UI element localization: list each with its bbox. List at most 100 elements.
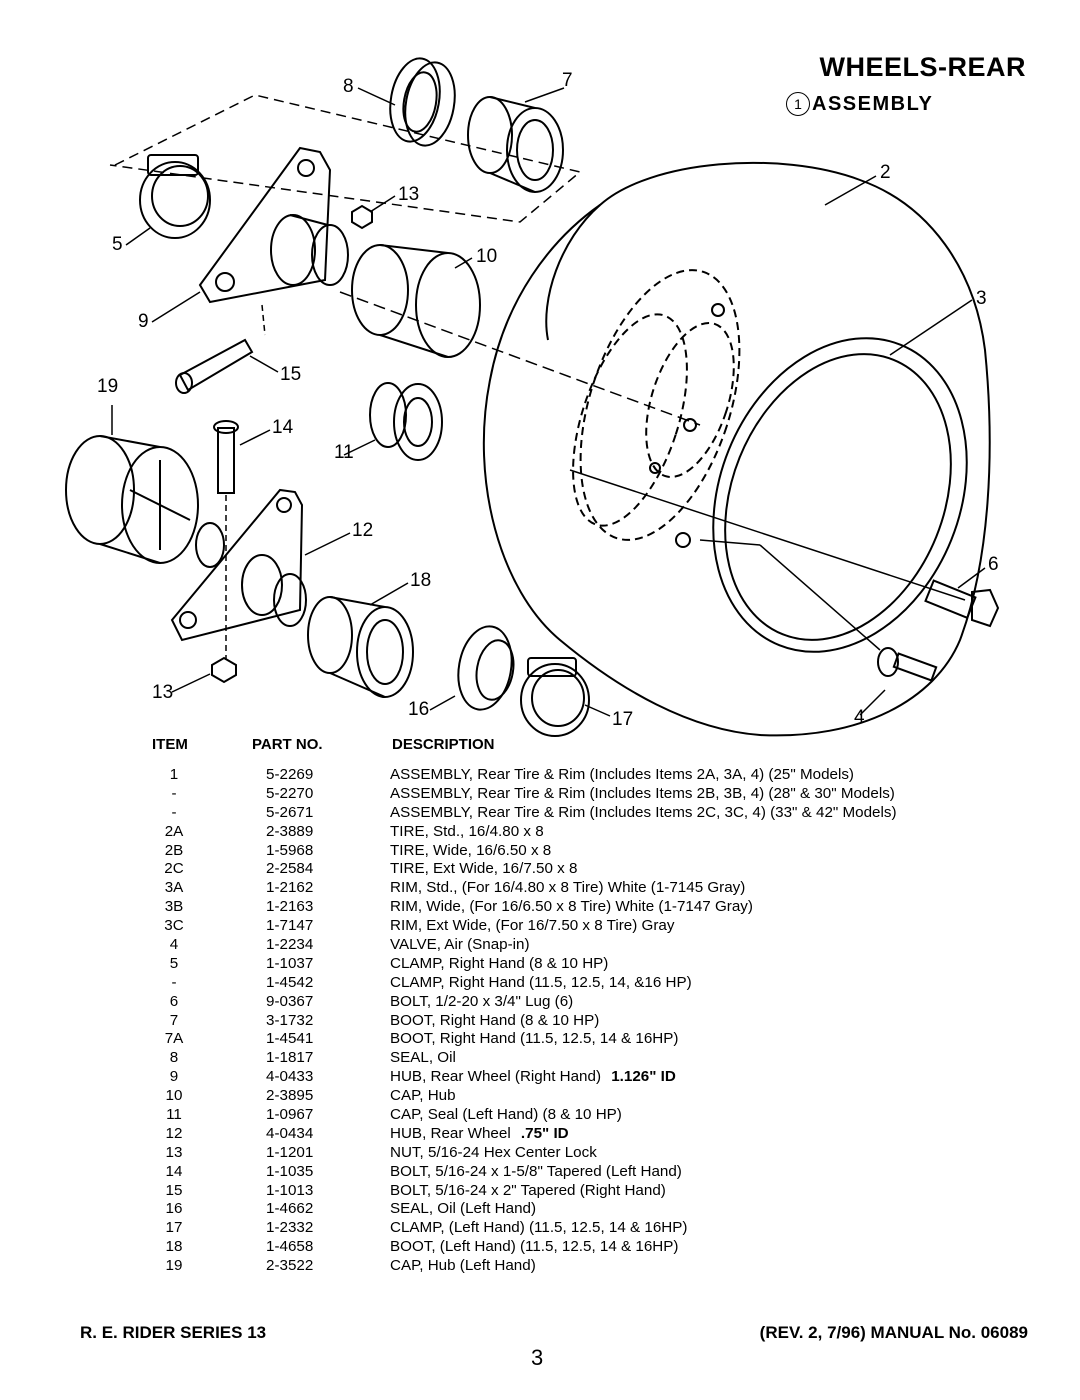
part-description: BOOT, Right Hand (8 & 10 HP) bbox=[390, 1012, 599, 1031]
callout-label: 12 bbox=[352, 520, 373, 541]
item-number: 10 bbox=[165, 1087, 183, 1105]
assembly-number-badge: 1 bbox=[786, 92, 810, 116]
part-description-text: SEAL, Oil bbox=[390, 1049, 456, 1067]
callout-label: 8 bbox=[343, 76, 354, 97]
part-description-text: TIRE, Std., 16/4.80 x 8 bbox=[390, 822, 544, 840]
callout-label: 19 bbox=[97, 376, 118, 397]
item-number: 6 bbox=[169, 992, 179, 1010]
part-description: HUB, Rear Wheel (Right Hand) 1.126" ID bbox=[390, 1068, 676, 1087]
item-number: 14 bbox=[165, 1162, 183, 1180]
item-number: 3C bbox=[164, 917, 184, 935]
part-number: 1-4662 bbox=[266, 1200, 314, 1218]
item-number: - bbox=[171, 973, 177, 991]
assembly-heading: 1 ASSEMBLY bbox=[786, 92, 933, 116]
item-number: 12 bbox=[165, 1124, 183, 1142]
part-number: 1-2234 bbox=[266, 936, 314, 954]
part-number: 1-2163 bbox=[266, 898, 314, 916]
boot-18-drawing bbox=[307, 596, 414, 698]
part-description-text: SEAL, Oil (Left Hand) bbox=[390, 1200, 537, 1218]
part-row: 2A 2-3889 TIRE, Std., 16/4.80 x 8 bbox=[0, 823, 1080, 842]
part-description: TIRE, Std., 16/4.80 x 8 bbox=[390, 823, 544, 842]
part-description-text: CLAMP, Right Hand (8 & 10 HP) bbox=[390, 954, 609, 972]
tire-drawing bbox=[482, 161, 991, 737]
part-number: 1-1037 bbox=[266, 954, 314, 972]
part-description: RIM, Wide, (For 16/6.50 x 8 Tire) White … bbox=[390, 898, 753, 917]
part-description: CAP, Hub (Left Hand) bbox=[390, 1257, 536, 1276]
hub-cap-10-drawing bbox=[351, 244, 481, 358]
part-description: BOLT, 5/16-24 x 2" Tapered (Right Hand) bbox=[390, 1182, 666, 1201]
part-description-text: CAP, Seal (Left Hand) (8 & 10 HP) bbox=[390, 1106, 622, 1124]
item-number: 15 bbox=[165, 1181, 183, 1199]
column-header-description: DESCRIPTION bbox=[392, 736, 495, 753]
part-description-text: BOOT, Right Hand (8 & 10 HP) bbox=[390, 1011, 600, 1029]
part-number: 2-3522 bbox=[266, 1257, 314, 1275]
part-row: 7A 1-4541 BOOT, Right Hand (11.5, 12.5, 14… bbox=[0, 1030, 1080, 1049]
item-number: 16 bbox=[165, 1200, 183, 1218]
callout-label: 5 bbox=[112, 234, 123, 255]
item-number: 2A bbox=[164, 822, 184, 840]
assembly-label: ASSEMBLY bbox=[812, 92, 934, 115]
clamp-5-drawing bbox=[139, 154, 211, 239]
callout-label: 18 bbox=[410, 570, 431, 591]
part-description: ASSEMBLY, Rear Tire & Rim (Includes Item… bbox=[390, 804, 897, 823]
page-number: 3 bbox=[531, 1345, 544, 1370]
nut-13-bottom-drawing bbox=[211, 656, 237, 684]
callout-label: 17 bbox=[612, 709, 633, 730]
seal-cap-11-drawing bbox=[369, 382, 443, 461]
part-row: 12 4-0434 HUB, Rear Wheel .75" ID bbox=[0, 1125, 1080, 1144]
part-number: 1-4542 bbox=[266, 973, 314, 991]
bolt-14-drawing bbox=[213, 420, 239, 494]
series-label: R. E. RIDER SERIES 13 bbox=[80, 1323, 267, 1342]
callout-label: 15 bbox=[280, 364, 301, 385]
item-number: 7A bbox=[164, 1030, 184, 1048]
part-description: HUB, Rear Wheel .75" ID bbox=[390, 1125, 569, 1144]
item-number: 19 bbox=[165, 1257, 183, 1275]
callout-label: 3 bbox=[976, 288, 987, 309]
part-description: CAP, Hub bbox=[390, 1087, 456, 1106]
part-number: 1-1817 bbox=[266, 1049, 314, 1067]
part-number: 5-2269 bbox=[266, 766, 314, 783]
hub-cap-19-drawing bbox=[65, 435, 199, 564]
callout-label: 6 bbox=[988, 554, 999, 575]
hub-9-drawing bbox=[198, 146, 349, 304]
part-description: BOOT, (Left Hand) (11.5, 12.5, 14 & 16HP… bbox=[390, 1238, 678, 1257]
rim-drawing bbox=[572, 269, 968, 653]
boot-7-drawing bbox=[467, 96, 564, 193]
part-number: 1-4541 bbox=[266, 1030, 314, 1048]
part-description-text: BOOT, Right Hand (11.5, 12.5, 14 & 16HP) bbox=[390, 1030, 679, 1048]
callout-label: 16 bbox=[408, 699, 429, 720]
item-number: 8 bbox=[169, 1049, 179, 1067]
part-description: CLAMP, Right Hand (11.5, 12.5, 14, &16 H… bbox=[390, 974, 692, 993]
part-row: 3B 1-2163 RIM, Wide, (For 16/6.50 x 8 Tire… bbox=[0, 898, 1080, 917]
lug-bolt-6-drawing bbox=[924, 579, 1000, 628]
part-description-text: RIM, Std., (For 16/4.80 x 8 Tire) White … bbox=[390, 879, 746, 897]
part-description-text: HUB, Rear Wheel bbox=[390, 1124, 515, 1142]
part-description: CLAMP, (Left Hand) (11.5, 12.5, 14 & 16H… bbox=[390, 1219, 687, 1238]
item-number: 1 bbox=[169, 766, 179, 783]
part-description-text: TIRE, Wide, 16/6.50 x 8 bbox=[390, 841, 552, 859]
part-row: 16 1-4662 SEAL, Oil (Left Hand) bbox=[0, 1200, 1080, 1219]
part-description: ASSEMBLY, Rear Tire & Rim (Includes Item… bbox=[390, 785, 895, 804]
item-number: 3B bbox=[164, 898, 184, 916]
part-description-text: BOLT, 5/16-24 x 1-5/8" Tapered (Left Han… bbox=[390, 1162, 682, 1180]
part-description-text: CAP, Hub (Left Hand) bbox=[390, 1257, 536, 1275]
item-number: 11 bbox=[166, 1106, 182, 1124]
part-description-text: BOLT, 1/2-20 x 3/4" Lug (6) bbox=[390, 992, 574, 1010]
part-number: 2-3889 bbox=[266, 822, 314, 840]
item-number: 5 bbox=[169, 954, 179, 972]
part-number: 1-7147 bbox=[266, 917, 314, 935]
part-description-text: CLAMP, Right Hand (11.5, 12.5, 14, &16 H… bbox=[390, 973, 692, 991]
page-title: WHEELS-REAR bbox=[819, 52, 1026, 82]
part-description-text: BOOT, (Left Hand) (11.5, 12.5, 14 & 16HP… bbox=[390, 1238, 679, 1256]
part-number: 4-0434 bbox=[266, 1124, 314, 1142]
item-number: 13 bbox=[165, 1143, 183, 1161]
